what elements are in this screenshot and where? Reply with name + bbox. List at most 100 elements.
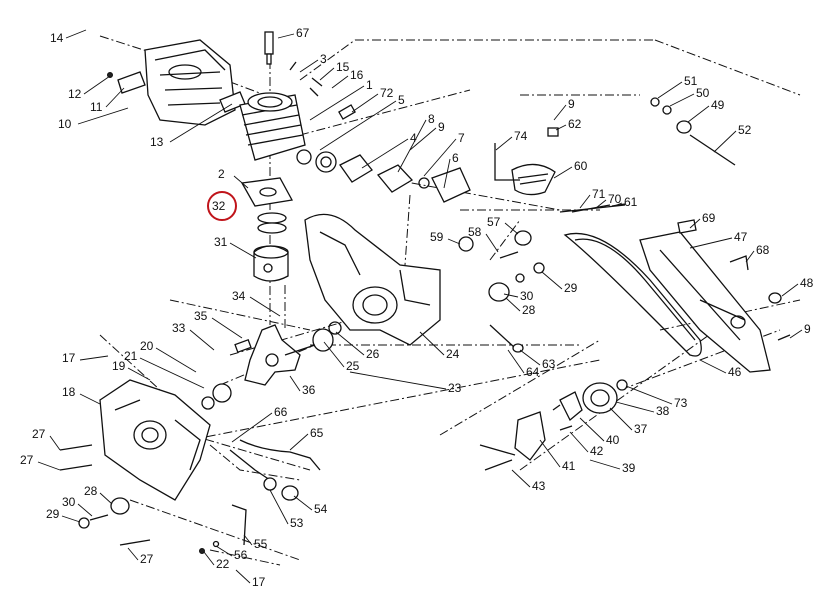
callout-label-17b: 17	[252, 575, 266, 589]
callout-label-31: 31	[214, 235, 228, 249]
leader-line-17b	[235, 569, 251, 584]
crankcase-left	[59, 379, 211, 546]
callout-label-21: 21	[124, 349, 138, 363]
leader-line-36	[289, 375, 301, 392]
callout-label-52: 52	[738, 123, 752, 137]
piston-assembly	[240, 177, 294, 282]
callout-label-14: 14	[50, 31, 64, 45]
callout-label-23: 23	[448, 381, 462, 395]
callout-label-10: 10	[58, 117, 72, 131]
callout-label-39: 39	[622, 461, 636, 475]
callout-label-73: 73	[674, 396, 688, 410]
leader-line-27a	[49, 435, 61, 451]
callout-label-58: 58	[468, 225, 482, 239]
control-linkage	[199, 324, 524, 554]
callout-label-28a: 28	[522, 303, 536, 317]
leader-line-34	[249, 296, 281, 317]
callout-label-30b: 30	[62, 495, 76, 509]
leader-line-65	[289, 433, 309, 451]
callout-label-56: 56	[234, 548, 248, 562]
leader-line-21	[139, 357, 205, 389]
leader-line-27c	[127, 547, 139, 561]
callout-label-30a: 30	[520, 289, 534, 303]
leader-line-72	[351, 93, 379, 113]
leader-line-11	[105, 87, 125, 108]
callout-label-63: 63	[542, 357, 556, 371]
callout-label-29a: 29	[564, 281, 578, 295]
leader-line-29b	[61, 515, 81, 523]
callout-label-49: 49	[711, 98, 725, 112]
leader-line-57	[504, 222, 519, 235]
crankcase-right	[304, 213, 441, 352]
cylinder-assembly	[239, 31, 356, 161]
leader-line-47	[689, 237, 733, 249]
leader-line-8	[397, 119, 427, 173]
callout-label-1: 1	[366, 78, 373, 92]
callout-label-33: 33	[172, 321, 186, 335]
leader-line-22	[203, 551, 215, 566]
leader-line-51	[657, 81, 683, 99]
callout-label-9a: 9	[438, 120, 445, 134]
muffler-assembly	[107, 39, 246, 126]
callout-label-15: 15	[336, 60, 350, 74]
leader-line-70	[595, 199, 607, 209]
leader-line-16	[331, 75, 349, 89]
callout-label-26: 26	[366, 347, 380, 361]
leader-line-73	[625, 385, 673, 405]
callout-label-67: 67	[296, 26, 310, 40]
callout-label-57: 57	[487, 215, 501, 229]
leader-line-19	[127, 367, 151, 381]
leader-line-48	[781, 283, 799, 297]
callout-label-11: 11	[90, 100, 103, 114]
leader-line-46	[699, 359, 727, 374]
leader-line-69	[689, 218, 701, 229]
leader-line-6	[443, 158, 451, 189]
callout-label-28b: 28	[84, 484, 98, 498]
leader-line-14	[65, 29, 87, 39]
leader-line-42	[569, 431, 589, 453]
leader-line-5	[319, 100, 397, 151]
callout-label-27b: 27	[20, 453, 34, 467]
callout-label-17a: 17	[62, 351, 76, 365]
callout-label-47: 47	[734, 230, 748, 244]
leader-line-24	[419, 331, 445, 356]
leader-line-2	[233, 175, 249, 189]
leader-line-54	[293, 495, 313, 511]
crankshaft	[201, 324, 316, 410]
leader-line-12	[83, 75, 111, 95]
leader-line-43	[511, 469, 531, 488]
callout-label-53: 53	[290, 516, 304, 530]
leader-line-41	[539, 439, 561, 468]
callout-label-46: 46	[728, 365, 742, 379]
leader-line-10	[77, 107, 129, 125]
callout-label-27c: 27	[140, 552, 154, 566]
callout-label-35: 35	[194, 309, 208, 323]
leader-line-58	[485, 233, 499, 253]
leader-line-23	[349, 371, 447, 390]
callout-label-59: 59	[430, 230, 444, 244]
leader-line-26	[335, 331, 365, 356]
leader-line-53	[269, 489, 289, 525]
leader-line-28a	[505, 297, 521, 312]
callout-label-51: 51	[684, 74, 698, 88]
leader-line-7	[423, 138, 457, 177]
leader-line-20	[155, 347, 197, 373]
leader-line-15	[319, 67, 335, 81]
leader-line-40	[579, 417, 605, 442]
leader-line-66	[231, 412, 273, 443]
callout-label-71: 71	[592, 187, 606, 201]
callout-label-2: 2	[218, 167, 225, 181]
leader-line-49	[687, 105, 710, 123]
callout-label-18: 18	[62, 385, 76, 399]
callout-label-40: 40	[606, 433, 620, 447]
leader-line-61	[613, 202, 623, 207]
callout-label-8: 8	[428, 112, 435, 126]
callout-label-29b: 29	[46, 507, 60, 521]
leader-line-35	[211, 317, 243, 339]
leader-line-37	[609, 407, 633, 431]
leader-line-9a	[409, 127, 437, 151]
callout-label-42: 42	[590, 444, 604, 458]
callout-label-5: 5	[398, 93, 405, 107]
leader-line-9b	[553, 104, 567, 121]
callout-label-37: 37	[634, 422, 648, 436]
